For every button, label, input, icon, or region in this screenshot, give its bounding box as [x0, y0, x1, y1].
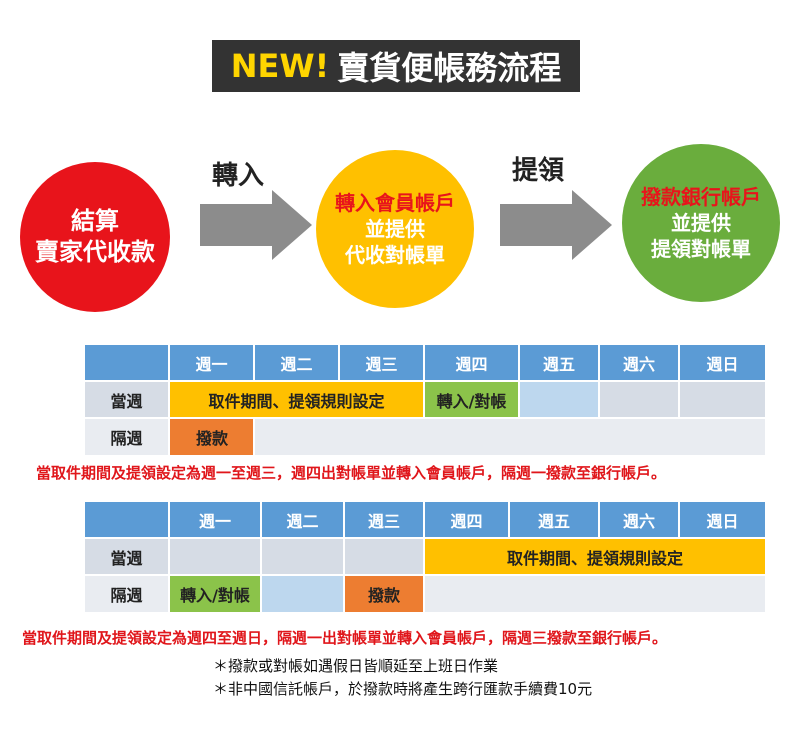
step2-line2: 並提供 [365, 217, 425, 241]
header-day: 週六 [600, 345, 680, 380]
header-day: 週二 [255, 345, 340, 380]
row-label-this-week: 當週 [85, 539, 170, 574]
header-day: 週四 [425, 502, 510, 537]
step3-line3: 提領對帳單 [651, 237, 751, 261]
empty-cell [170, 539, 262, 574]
step3-line2: 並提供 [671, 211, 731, 235]
header-day: 週三 [345, 502, 425, 537]
step-member-account: 轉入會員帳戶 並提供 代收對帳單 [316, 150, 474, 308]
header-day: 週五 [510, 502, 600, 537]
header-blank [85, 502, 170, 537]
header-day: 週日 [680, 502, 765, 537]
step3-line1: 撥款銀行帳戶 [641, 185, 761, 209]
table2-note: 當取件期間及提領設定為週四至週日，隔週一出對帳單並轉入會員帳戶，隔週三撥款至銀行… [22, 629, 668, 647]
empty-cell [345, 539, 425, 574]
footnote: ＊非中國信託帳戶，於撥款時將產生跨行匯款手續費10元 [213, 680, 593, 698]
transfer-cell: 轉入/對帳 [425, 382, 520, 417]
new-badge: NEW! [230, 47, 330, 85]
footnote: ＊撥款或對帳如遇假日皆順延至上班日作業 [213, 657, 499, 675]
row-label-next-week: 隔週 [85, 419, 170, 455]
step-bank-account: 撥款銀行帳戶 並提供 提領對帳單 [622, 144, 780, 302]
step1-line1: 結算 [71, 206, 119, 235]
header-day: 週一 [170, 345, 255, 380]
header-day: 週四 [425, 345, 520, 380]
row-label-next-week: 隔週 [85, 576, 170, 612]
step1-line2: 賣家代收款 [35, 238, 155, 266]
step2-line3: 代收對帳單 [345, 243, 445, 267]
table1-note: 當取件期間及提領設定為週一至週三，週四出對帳單並轉入會員帳戶，隔週一撥款至銀行帳… [36, 464, 667, 482]
empty-cell [262, 576, 345, 612]
empty-cell [680, 382, 765, 417]
title-text: 賣貨便帳務流程 [337, 49, 562, 87]
empty-cells [425, 576, 765, 612]
header-blank [85, 345, 170, 380]
setting-period: 取件期間、提領規則設定 [170, 382, 425, 417]
empty-cell [520, 382, 600, 417]
payout-cell: 撥款 [345, 576, 425, 612]
empty-cell [262, 539, 345, 574]
step2-line1: 轉入會員帳戶 [335, 191, 455, 215]
arrow1-label: 轉入 [212, 161, 265, 191]
header-day: 週日 [680, 345, 765, 380]
arrow-right-icon [500, 190, 612, 260]
header-day: 週二 [262, 502, 345, 537]
arrow-right-icon [200, 190, 312, 260]
arrow2-label: 提領 [512, 156, 565, 186]
page-title: NEW! 賣貨便帳務流程 [212, 40, 580, 92]
row-label-this-week: 當週 [85, 382, 170, 417]
header-day: 週五 [520, 345, 600, 380]
header-day: 週六 [600, 502, 680, 537]
transfer-cell: 轉入/對帳 [170, 576, 262, 612]
payout-cell: 撥款 [170, 419, 255, 455]
step-settlement: 結算 賣家代收款 [20, 162, 170, 312]
header-day: 週一 [170, 502, 262, 537]
empty-cell [600, 382, 680, 417]
empty-cells [255, 419, 765, 455]
header-day: 週三 [340, 345, 425, 380]
setting-period: 取件期間、提領規則設定 [425, 539, 765, 574]
